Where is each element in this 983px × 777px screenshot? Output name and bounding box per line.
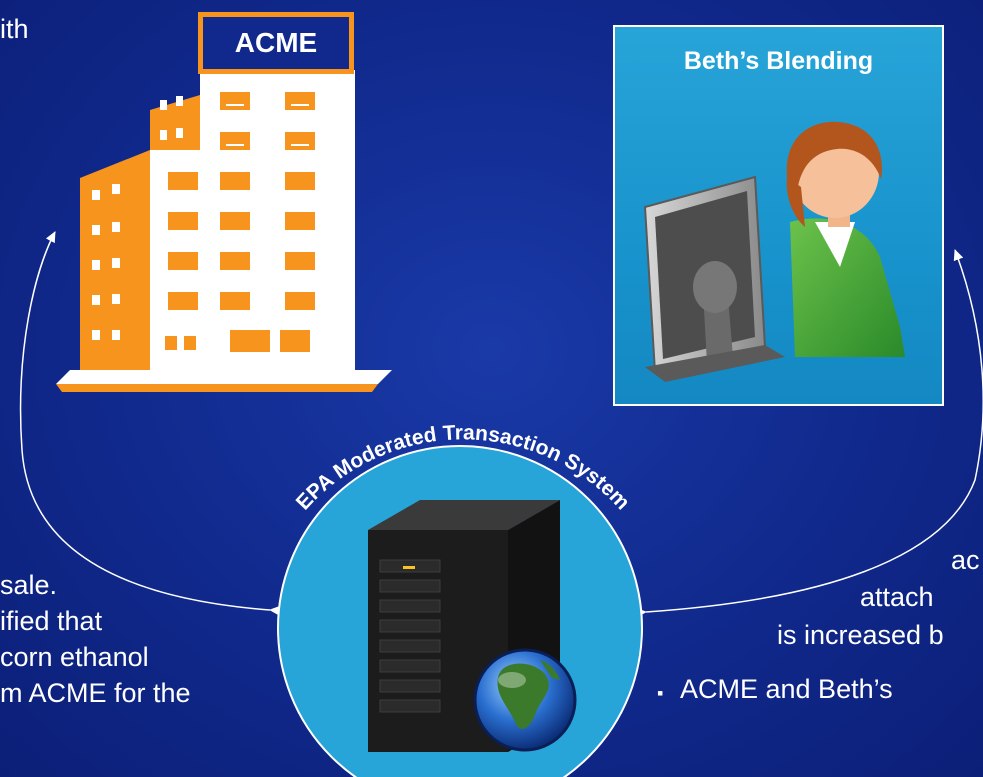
beths-blending-label: Beth’s Blending (683, 47, 874, 75)
text-fragment-left-2: ified that (0, 606, 103, 636)
connector-beth-epa (635, 249, 983, 618)
text-fragment-top-left: ith (0, 14, 29, 44)
text-fragment-right-2: attach (860, 582, 934, 612)
beths-blending-node: Beth’s Blending (613, 25, 944, 406)
person-at-computer-icon (643, 121, 905, 382)
text-fragment-right-4: ACME and Beth’s (680, 674, 893, 704)
text-fragment-left-4: m ACME for the (0, 678, 191, 708)
acme-building-icon (56, 70, 392, 392)
server-icon (368, 500, 560, 752)
text-fragment-left-1: sale. (0, 570, 58, 600)
acme-label: ACME (198, 12, 354, 74)
epa-system-node: EPA Moderated Transaction System (277, 421, 643, 777)
text-fragment-right-3: is increased b (777, 620, 944, 650)
text-fragment-right-1: ac (951, 545, 980, 575)
bullet-marker: ▪ (657, 683, 664, 703)
text-fragment-left-3: corn ethanol (0, 642, 149, 672)
connector-acme-epa (19, 231, 281, 616)
globe-icon (473, 648, 577, 752)
